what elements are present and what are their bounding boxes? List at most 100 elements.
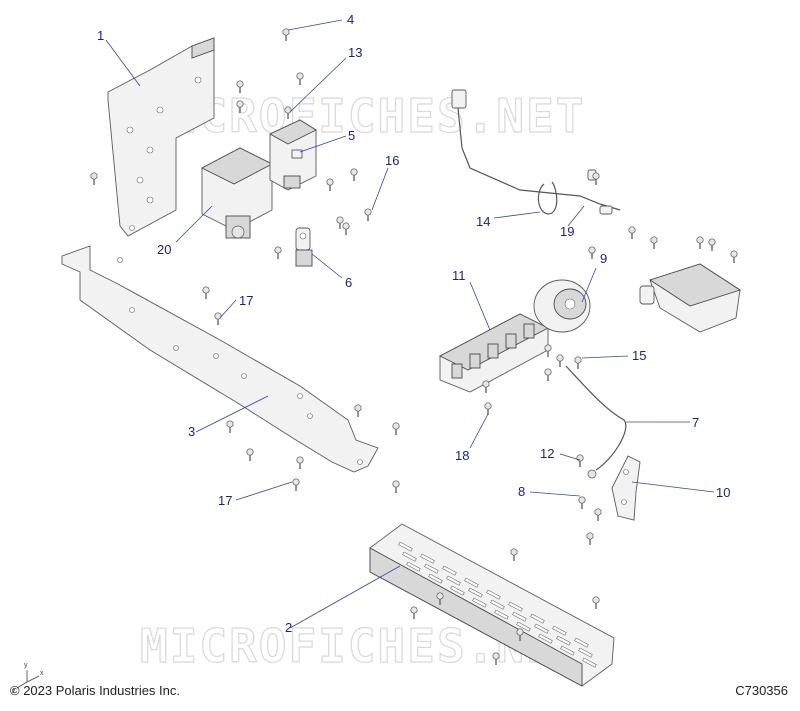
figure-id: C730356 xyxy=(735,683,788,698)
fastener-bolt xyxy=(588,246,596,254)
skid-slot xyxy=(508,601,523,612)
callout-20[interactable]: 20 xyxy=(157,242,171,257)
callout-5[interactable]: 5 xyxy=(348,128,355,143)
callout-16[interactable]: 16 xyxy=(385,153,399,168)
skid-slot xyxy=(494,609,509,620)
skid-slot xyxy=(442,565,457,576)
axis-label-y: y xyxy=(24,662,28,669)
part-9-horn[interactable] xyxy=(533,279,591,333)
skid-slot xyxy=(512,611,527,622)
fastener-bolt xyxy=(392,480,400,488)
fastener-bolt xyxy=(628,226,636,234)
skid-slot xyxy=(534,623,549,634)
fastener-bolt xyxy=(236,80,244,88)
fastener-bolt xyxy=(236,100,244,108)
fastener-bolt xyxy=(90,172,98,180)
fastener-bolt xyxy=(696,236,704,244)
fastener-bolt xyxy=(484,402,492,410)
fastener-bolt xyxy=(350,168,358,176)
skid-slot xyxy=(428,573,443,584)
leader-lines xyxy=(105,19,715,629)
skid-slot xyxy=(516,621,531,632)
wiring-harness[interactable] xyxy=(451,89,621,215)
fastener-bolt xyxy=(202,286,210,294)
fastener-bolt xyxy=(576,454,584,462)
skid-slot xyxy=(556,635,571,646)
callout-17-upper[interactable]: 17 xyxy=(239,293,253,308)
fastener-bolt xyxy=(392,422,400,430)
fastener-bolt xyxy=(246,448,254,456)
fastener-bolt xyxy=(544,368,552,376)
fastener-bolt xyxy=(336,216,344,224)
fastener-bolt xyxy=(556,354,564,362)
callout-2[interactable]: 2 xyxy=(285,620,292,635)
skid-slot xyxy=(574,637,589,648)
fastener-bolt xyxy=(296,72,304,80)
fastener-bolt xyxy=(730,250,738,258)
callout-6[interactable]: 6 xyxy=(345,275,352,290)
skid-slot xyxy=(402,551,417,562)
callout-3[interactable]: 3 xyxy=(188,424,195,439)
skid-slot xyxy=(486,589,501,600)
fastener-bolt xyxy=(292,478,300,486)
callout-17-lower[interactable]: 17 xyxy=(218,493,232,508)
fastener-bolt xyxy=(594,508,602,516)
skid-slot xyxy=(582,657,597,668)
fastener-bolt xyxy=(410,606,418,614)
callout-18[interactable]: 18 xyxy=(455,448,469,463)
fastener-bolt xyxy=(482,380,490,388)
part-7-ground-cable[interactable] xyxy=(565,365,627,479)
fastener-bolt xyxy=(510,548,518,556)
callout-13[interactable]: 13 xyxy=(348,45,362,60)
callout-1[interactable]: 1 xyxy=(97,28,104,43)
fastener-bolt xyxy=(364,208,372,216)
callout-15[interactable]: 15 xyxy=(632,348,646,363)
part-3-long-bracket[interactable] xyxy=(61,245,379,473)
skid-slot xyxy=(538,633,553,644)
fastener-bolt xyxy=(578,496,586,504)
skid-plate-slots xyxy=(398,541,597,668)
voltage-regulator[interactable] xyxy=(639,263,742,333)
callout-9[interactable]: 9 xyxy=(600,251,607,266)
axis-indicator: y x z xyxy=(12,662,44,695)
fastener-bolt xyxy=(274,246,282,254)
fastener-bolt xyxy=(226,420,234,428)
fastener-bolt xyxy=(342,222,350,230)
callout-19[interactable]: 19 xyxy=(560,224,574,239)
part-6-connector[interactable] xyxy=(295,227,313,267)
fastener-bolt xyxy=(516,628,524,636)
callout-4[interactable]: 4 xyxy=(347,12,354,27)
skid-slot xyxy=(468,587,483,598)
fastener-bolt xyxy=(436,592,444,600)
part-5-control-module[interactable] xyxy=(269,119,317,191)
fastener-bolt xyxy=(544,344,552,352)
callout-11[interactable]: 11 xyxy=(452,268,466,283)
fastener-bolt xyxy=(592,596,600,604)
skid-slot xyxy=(578,647,593,658)
fastener-bolt xyxy=(708,238,716,246)
skid-slot xyxy=(490,599,505,610)
skid-slot xyxy=(398,541,413,552)
skid-slot xyxy=(446,575,461,586)
axis-label-z: z xyxy=(12,688,16,695)
part-20-ecu-module[interactable] xyxy=(201,147,273,239)
skid-slot xyxy=(552,625,567,636)
callout-10[interactable]: 10 xyxy=(716,485,730,500)
callout-14[interactable]: 14 xyxy=(476,214,490,229)
copyright-notice: © 2023 Polaris Industries Inc. xyxy=(10,683,180,698)
callout-numbers: 1 2 3 4 5 6 7 8 9 10 11 12 13 14 15 16 1… xyxy=(97,12,730,635)
part-2-skid-plate[interactable] xyxy=(369,523,615,687)
part-11-fuse-block[interactable] xyxy=(439,313,549,393)
skid-slot xyxy=(560,645,575,656)
part-1-bracket[interactable] xyxy=(107,37,215,237)
callout-8[interactable]: 8 xyxy=(518,484,525,499)
callout-12[interactable]: 12 xyxy=(540,446,554,461)
skid-slot xyxy=(464,577,479,588)
callout-7[interactable]: 7 xyxy=(692,415,699,430)
fastener-bolt xyxy=(592,172,600,180)
part-10-small-bracket[interactable] xyxy=(611,455,641,521)
fastener-bolt xyxy=(650,236,658,244)
skid-slot xyxy=(406,561,421,572)
skid-slot xyxy=(420,553,435,564)
